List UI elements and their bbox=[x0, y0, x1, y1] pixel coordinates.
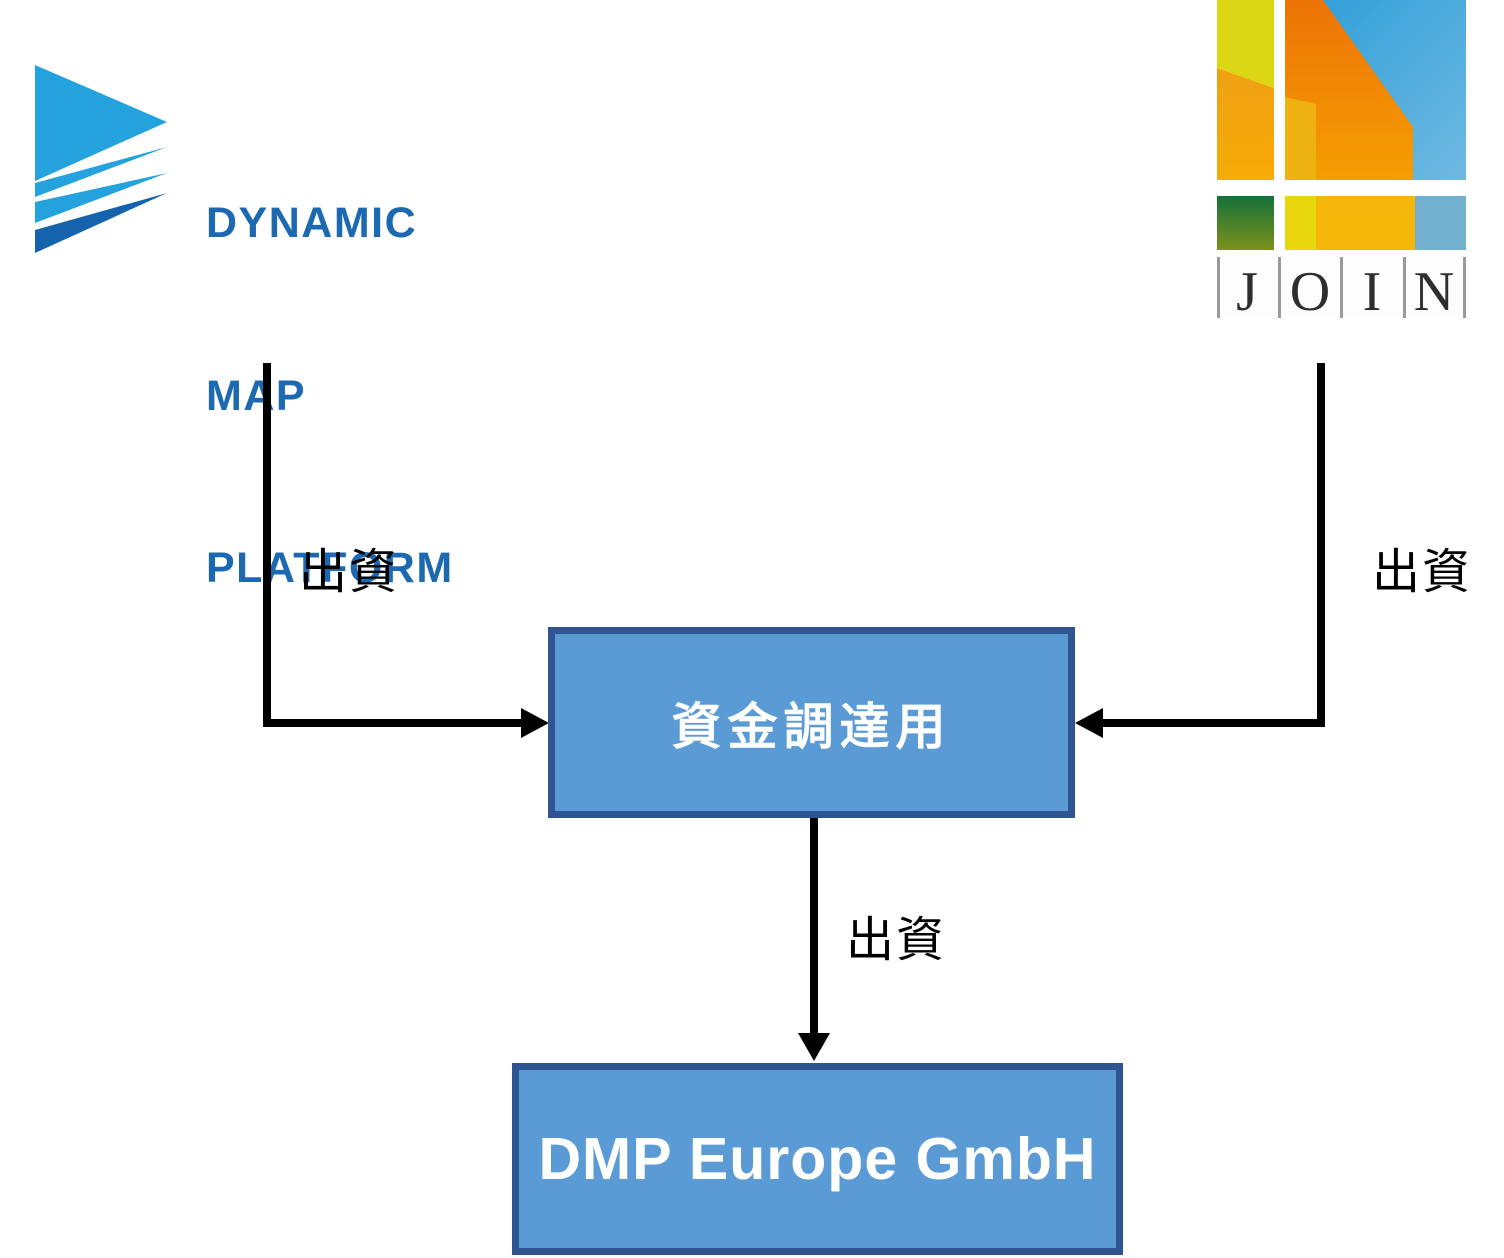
dmp-triangle-stripe-4 bbox=[35, 193, 167, 253]
join-divider-3 bbox=[1340, 257, 1343, 318]
invest-label-right: 出資 bbox=[1372, 546, 1473, 599]
invest-label-left: 出資 bbox=[299, 546, 400, 599]
invest-label-bottom: 出資 bbox=[846, 914, 947, 967]
dmp-triangle-stripe-3 bbox=[35, 173, 167, 223]
dmp-wordmark-line2: MAP bbox=[206, 371, 307, 420]
join-block-green bbox=[1217, 196, 1274, 250]
join-logo: J O I N bbox=[1217, 0, 1466, 318]
join-letter-o: O bbox=[1290, 261, 1330, 318]
join-letter-n: N bbox=[1414, 261, 1454, 318]
join-block-orange bbox=[1285, 0, 1413, 180]
arrow-down-head-icon bbox=[798, 1033, 830, 1061]
join-divider-1 bbox=[1217, 257, 1220, 318]
join-divider-2 bbox=[1278, 257, 1281, 318]
dmp-triangle-main bbox=[35, 65, 167, 181]
join-letter-i: I bbox=[1363, 261, 1382, 318]
join-letter-j: J bbox=[1236, 261, 1258, 318]
join-block-mid-amber bbox=[1316, 196, 1415, 250]
join-block-amber-small bbox=[1285, 97, 1316, 180]
dmp-triangle-stripe-2 bbox=[35, 147, 167, 197]
join-divider-5 bbox=[1463, 257, 1466, 318]
funding-box-label: 資金調達用 bbox=[671, 698, 952, 755]
funding-box: 資金調達用 bbox=[548, 627, 1075, 818]
dmp-wordmark: DYNAMIC MAP PLATFORM bbox=[206, 80, 454, 713]
arrow-left-head-icon bbox=[521, 708, 549, 738]
dmp-triangle-icon bbox=[35, 65, 167, 253]
arrow-right-head-icon bbox=[1075, 708, 1103, 738]
join-block-light-blue bbox=[1415, 196, 1466, 250]
arrow-right-line bbox=[1099, 363, 1325, 727]
join-block-chartreuse bbox=[1217, 0, 1274, 88]
join-block-amber-left bbox=[1217, 68, 1274, 180]
dmp-wordmark-line3: PLATFORM bbox=[206, 544, 454, 592]
join-block-yellow bbox=[1285, 196, 1316, 250]
subsidiary-box-label: DMP Europe GmbH bbox=[538, 1126, 1097, 1192]
arrow-left-line bbox=[263, 363, 525, 727]
subsidiary-box: DMP Europe GmbH bbox=[512, 1063, 1123, 1255]
join-divider-4 bbox=[1403, 257, 1406, 318]
dmp-wordmark-line1: DYNAMIC bbox=[206, 199, 418, 247]
